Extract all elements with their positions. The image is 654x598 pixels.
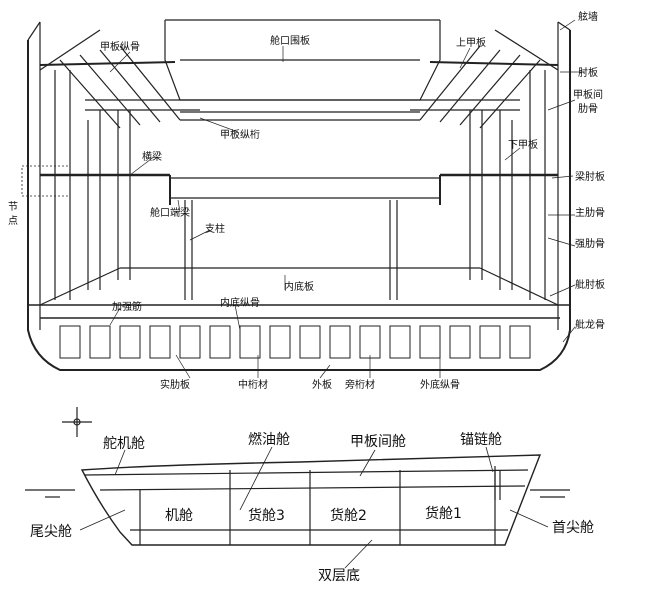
label-fore-peak: 首尖舱 (552, 520, 594, 536)
profile-leaders (79, 446, 549, 569)
label-cargo-hold-1: 货舱1 (425, 505, 462, 522)
ship-profile-drawing (25, 407, 570, 546)
label-main-frame: 主肋骨 (575, 206, 605, 219)
label-bilge-keel: 舭龙骨 (575, 318, 605, 331)
label-bilge-bracket: 舭肘板 (575, 278, 605, 291)
label-node-2: 点 (8, 215, 18, 227)
label-engine-room: 机舱 (165, 508, 193, 524)
cross-section-labels: 甲板纵骨 舱口围板 上甲板 舷墙 肘板 甲板间 肋骨 甲板纵桁 下甲板 横梁 梁… (8, 10, 605, 391)
label-center-girder: 中桁材 (238, 378, 268, 391)
label-inner-bottom-longitudinal: 内底纵骨 (220, 296, 260, 309)
profile-labels: 舵机舱 燃油舱 甲板间舱 锚链舱 尾尖舱 机舱 货舱3 货舱2 货舱1 首尖舱 … (30, 431, 594, 584)
label-steering-gear-room: 舵机舱 (103, 436, 145, 452)
label-aft-peak: 尾尖舱 (30, 524, 72, 540)
label-inner-bottom: 内底板 (284, 280, 314, 293)
label-floor: 实肋板 (160, 378, 190, 391)
label-bulwark: 舷墙 (578, 10, 598, 23)
label-web-frame: 强肋骨 (575, 237, 605, 250)
label-hatch-end-beam: 舱口端梁 (150, 206, 190, 219)
label-pillar: 支柱 (205, 222, 225, 235)
label-double-bottom: 双层底 (318, 568, 360, 584)
label-bottom-longitudinal: 外底纵骨 (420, 378, 460, 391)
label-deck-girder: 甲板纵桁 (220, 128, 260, 141)
label-tweendeck-frame-2: 肋骨 (578, 102, 598, 115)
label-deck-longitudinal: 甲板纵骨 (100, 40, 140, 53)
label-side-girder: 旁桁材 (345, 378, 375, 391)
label-deck-beam: 横梁 (142, 150, 162, 163)
cross-section-drawing (21, 19, 571, 371)
label-cargo-hold-2: 货舱2 (330, 507, 367, 524)
cross-section-leaders (109, 19, 585, 379)
label-shell-plating: 外板 (312, 378, 332, 391)
label-fuel-tank: 燃油舱 (248, 431, 290, 448)
label-bracket-top: 肘板 (578, 66, 598, 79)
label-node-1: 节 (8, 201, 18, 213)
label-beam-bracket: 梁肘板 (575, 170, 605, 183)
label-tweendeck-frame-1: 甲板间 (573, 88, 603, 101)
label-hatch-coaming: 舱口围板 (270, 34, 310, 47)
label-upper-deck: 上甲板 (456, 36, 486, 49)
label-tweendeck-space: 甲板间舱 (350, 434, 406, 450)
label-cargo-hold-3: 货舱3 (248, 507, 285, 524)
label-chain-locker: 锚链舱 (460, 432, 502, 448)
label-lower-deck: 下甲板 (508, 138, 538, 151)
label-stiffener: 加强筋 (112, 300, 142, 313)
